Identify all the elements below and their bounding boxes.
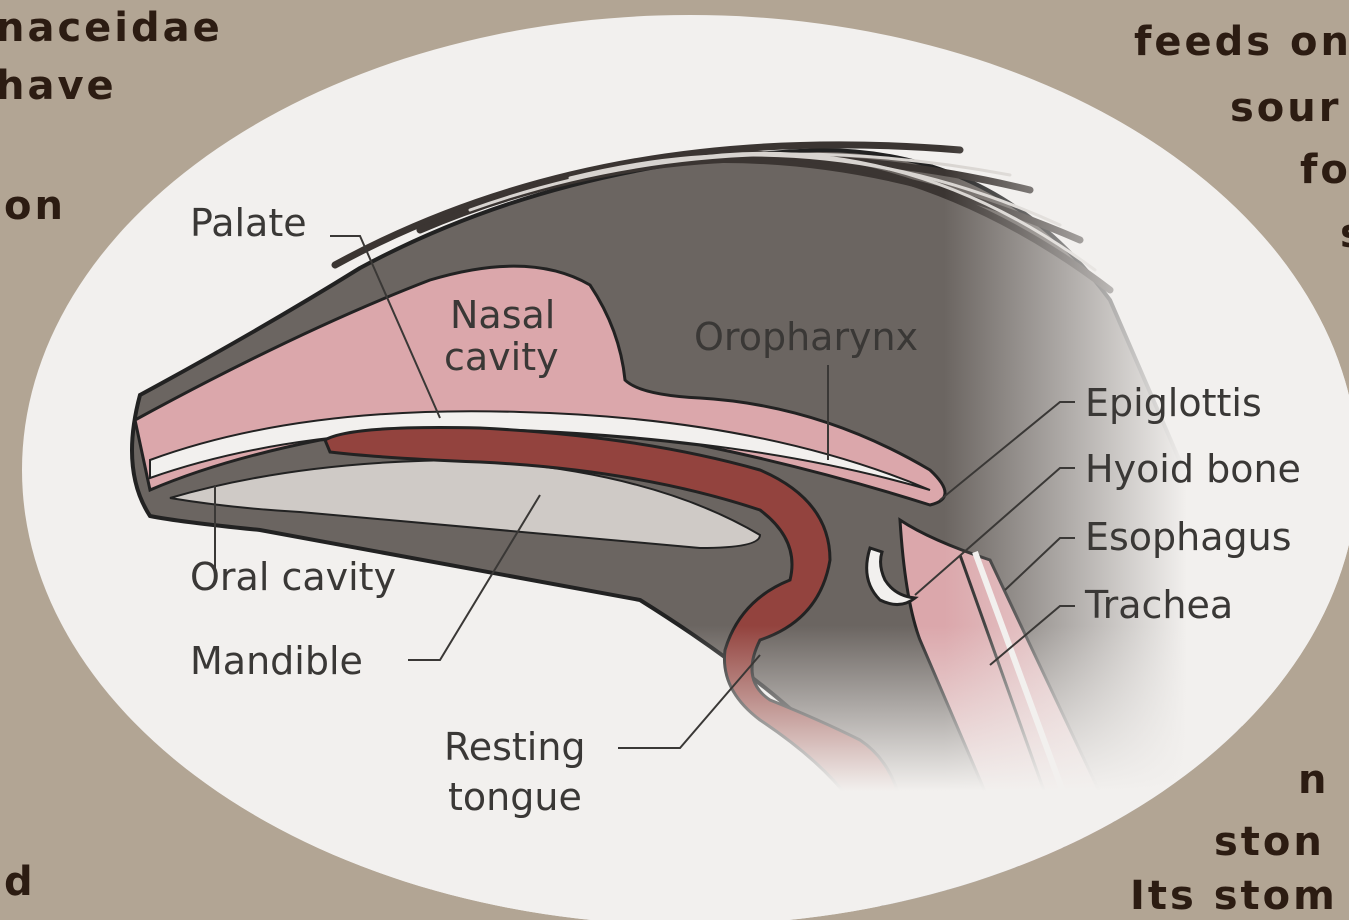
label-resting-tongue-1: Resting <box>444 725 586 769</box>
label-nasal-cavity-1: Nasal <box>450 293 555 337</box>
label-resting-tongue-2: tongue <box>448 775 582 819</box>
label-mandible: Mandible <box>190 639 363 683</box>
label-epiglottis: Epiglottis <box>1085 381 1262 425</box>
label-esophagus: Esophagus <box>1085 515 1292 559</box>
label-trachea: Trachea <box>1084 583 1233 627</box>
label-palate: Palate <box>190 201 307 245</box>
label-hyoid-bone: Hyoid bone <box>1085 447 1301 491</box>
label-nasal-cavity-2: cavity <box>444 335 559 379</box>
label-oral-cavity: Oral cavity <box>190 555 396 599</box>
label-oropharynx: Oropharynx <box>694 315 918 359</box>
